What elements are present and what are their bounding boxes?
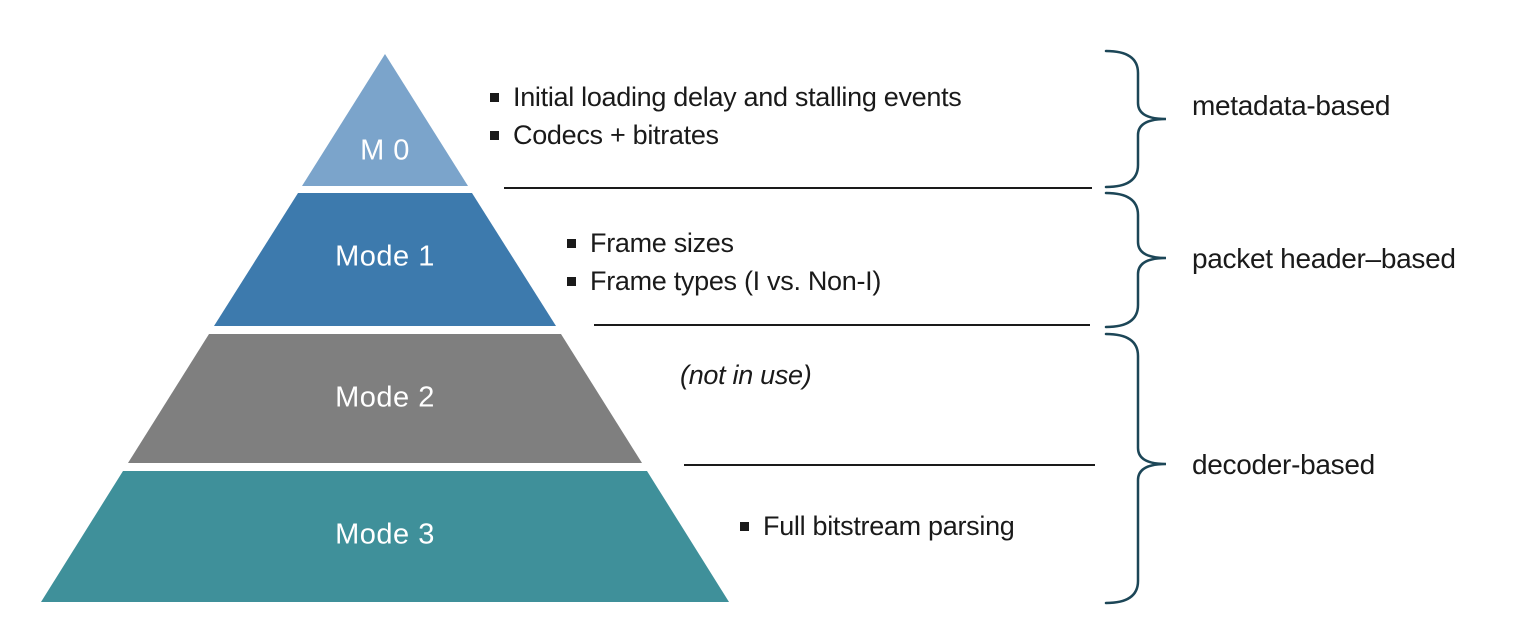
level-label-mode1: Mode 1 <box>335 240 435 273</box>
bullet-text: Initial loading delay and stalling event… <box>513 82 962 112</box>
group-label-packet-header-based: packet header–based <box>1192 243 1456 274</box>
bullet-text: Codecs + bitrates <box>513 120 719 150</box>
bullet-square-icon <box>567 277 576 286</box>
brace-packet-header-icon <box>1104 191 1167 329</box>
list-item: Codecs + bitrates <box>490 116 962 154</box>
brace-metadata-icon <box>1104 49 1167 189</box>
level-label-mode3: Mode 3 <box>335 518 435 551</box>
bullet-square-icon <box>567 239 576 248</box>
separator-line-3 <box>684 464 1095 466</box>
list-item: Full bitstream parsing <box>740 507 1015 545</box>
list-item: Initial loading delay and stalling event… <box>490 78 962 116</box>
pyramid-level-mode3 <box>41 471 729 602</box>
list-item: Frame sizes <box>567 224 881 262</box>
pyramid-level-m0 <box>302 54 468 186</box>
pyramid-level-mode2 <box>128 334 642 463</box>
list-item: Frame types (I vs. Non-I) <box>567 262 881 300</box>
separator-line-2 <box>594 324 1090 326</box>
bullet-list-mode1: Frame sizes Frame types (I vs. Non-I) <box>567 224 881 300</box>
bullet-text: Frame sizes <box>590 228 734 258</box>
bullet-square-icon <box>740 522 749 531</box>
bullet-text: Frame types (I vs. Non-I) <box>590 266 882 296</box>
bullet-square-icon <box>490 93 499 102</box>
bullet-text: Full bitstream parsing <box>763 511 1015 541</box>
level-label-m0: M 0 <box>360 134 410 167</box>
bullet-list-m0: Initial loading delay and stalling event… <box>490 78 962 154</box>
pyramid-level-mode1 <box>214 193 556 326</box>
bullet-list-mode3: Full bitstream parsing <box>740 507 1015 545</box>
group-label-decoder-based: decoder-based <box>1192 449 1375 480</box>
brace-decoder-icon <box>1104 332 1167 605</box>
separator-line-1 <box>504 187 1092 189</box>
level-label-mode2: Mode 2 <box>335 381 435 414</box>
group-label-metadata-based: metadata-based <box>1192 90 1391 121</box>
bullet-square-icon <box>490 131 499 140</box>
note-not-in-use: (not in use) <box>680 360 812 390</box>
